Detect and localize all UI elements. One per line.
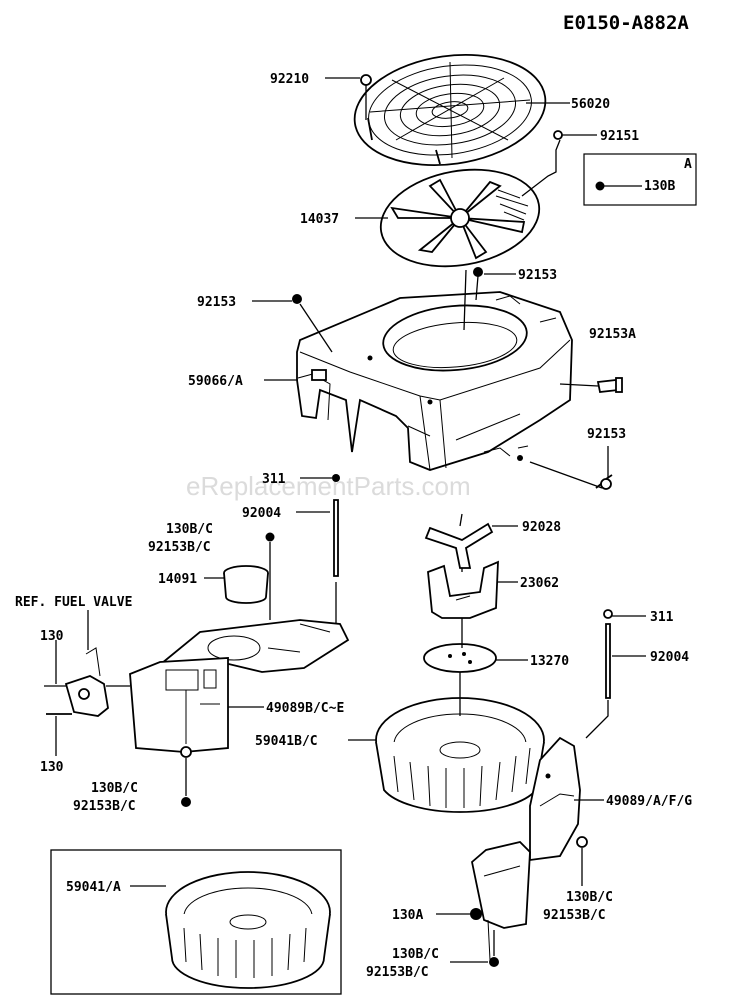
label-49089AFG: 49089/A/F/G: [606, 794, 692, 809]
flywheel-59041BC: [375, 697, 545, 813]
label-92153-right: 92153: [587, 427, 626, 442]
label-59066A: 59066/A: [188, 374, 243, 389]
bolt-92153BC-lower-left: [181, 797, 191, 807]
label-59041A: 59041/A: [66, 880, 121, 895]
label-311-left: 311: [262, 472, 286, 487]
label-92153-top: 92153: [518, 268, 557, 283]
watermark: eReplacementParts.com: [186, 471, 471, 501]
label-130BC-top: 130B/C: [166, 522, 213, 537]
spring-plate-92028: [424, 522, 494, 569]
ring-14091: [223, 565, 269, 604]
bracket-23062: [427, 560, 499, 619]
bolt-92153A: [596, 377, 623, 393]
label-130A: 130A: [392, 908, 423, 923]
label-56020: 56020: [571, 97, 610, 112]
label-130-top: 130: [40, 629, 64, 644]
label-130-bottom: 130: [40, 760, 64, 775]
label-14091: 14091: [158, 572, 197, 587]
bolt-92153BC-top: [265, 532, 275, 542]
label-23062: 23062: [520, 576, 559, 591]
label-92004-left: 92004: [242, 506, 281, 521]
label-92210: 92210: [270, 72, 309, 87]
leader-lines: [55, 77, 646, 963]
label-92004-right: 92004: [650, 650, 689, 665]
screw-130A: [470, 908, 482, 920]
label-49089BCE: 49089B/C~E: [266, 701, 344, 716]
air-guide-bracket-49089BCE: [129, 619, 350, 758]
inset-a-part-label: 130B: [644, 179, 675, 194]
blower-housing: [296, 291, 573, 471]
nut-92151: [553, 130, 563, 140]
stud-92004-left: [332, 474, 340, 577]
bolt-92153-right: [595, 474, 613, 490]
label-14037: 14037: [300, 212, 339, 227]
inset-box-a: A 130B: [583, 153, 697, 206]
bolt-92153-left: [292, 294, 302, 304]
label-92153BC-top: 92153B/C: [148, 540, 211, 555]
label-92153-left: 92153: [197, 295, 236, 310]
stud-92004-right: [603, 609, 613, 699]
label-130BC-bottom: 130B/C: [392, 947, 439, 962]
bolt-92153-top: [473, 267, 483, 277]
inset-a-letter: A: [684, 157, 692, 172]
cooling-fan: [379, 168, 541, 268]
label-130BC-lower-left: 130B/C: [91, 781, 138, 796]
bolt-92153BC-lower-right: [576, 836, 588, 848]
label-59041BC: 59041B/C: [255, 734, 318, 749]
label-13270: 13270: [530, 654, 569, 669]
label-92153BC-bottom: 92153B/C: [366, 965, 429, 980]
fan-guard-screen: [353, 53, 547, 167]
air-guide-49089AFG: [471, 736, 581, 961]
bolt-92153BC-bottom: [489, 957, 499, 967]
label-130BC-lower-right: 130B/C: [566, 890, 613, 905]
diagram-code: E0150-A882A: [563, 12, 689, 34]
label-311-right: 311: [650, 610, 674, 625]
label-92153A: 92153A: [589, 327, 636, 342]
bolt-92210: [360, 74, 372, 120]
plate-13270: [423, 643, 497, 673]
label-92153BC-lower-left: 92153B/C: [73, 799, 136, 814]
inset-box-flywheel: [50, 849, 342, 995]
label-92151: 92151: [600, 129, 639, 144]
label-92028: 92028: [522, 520, 561, 535]
fuel-valve-ref: [64, 647, 109, 717]
label-ref-fuel-valve: REF. FUEL VALVE: [15, 595, 132, 610]
label-92153BC-lower-right: 92153B/C: [543, 908, 606, 923]
